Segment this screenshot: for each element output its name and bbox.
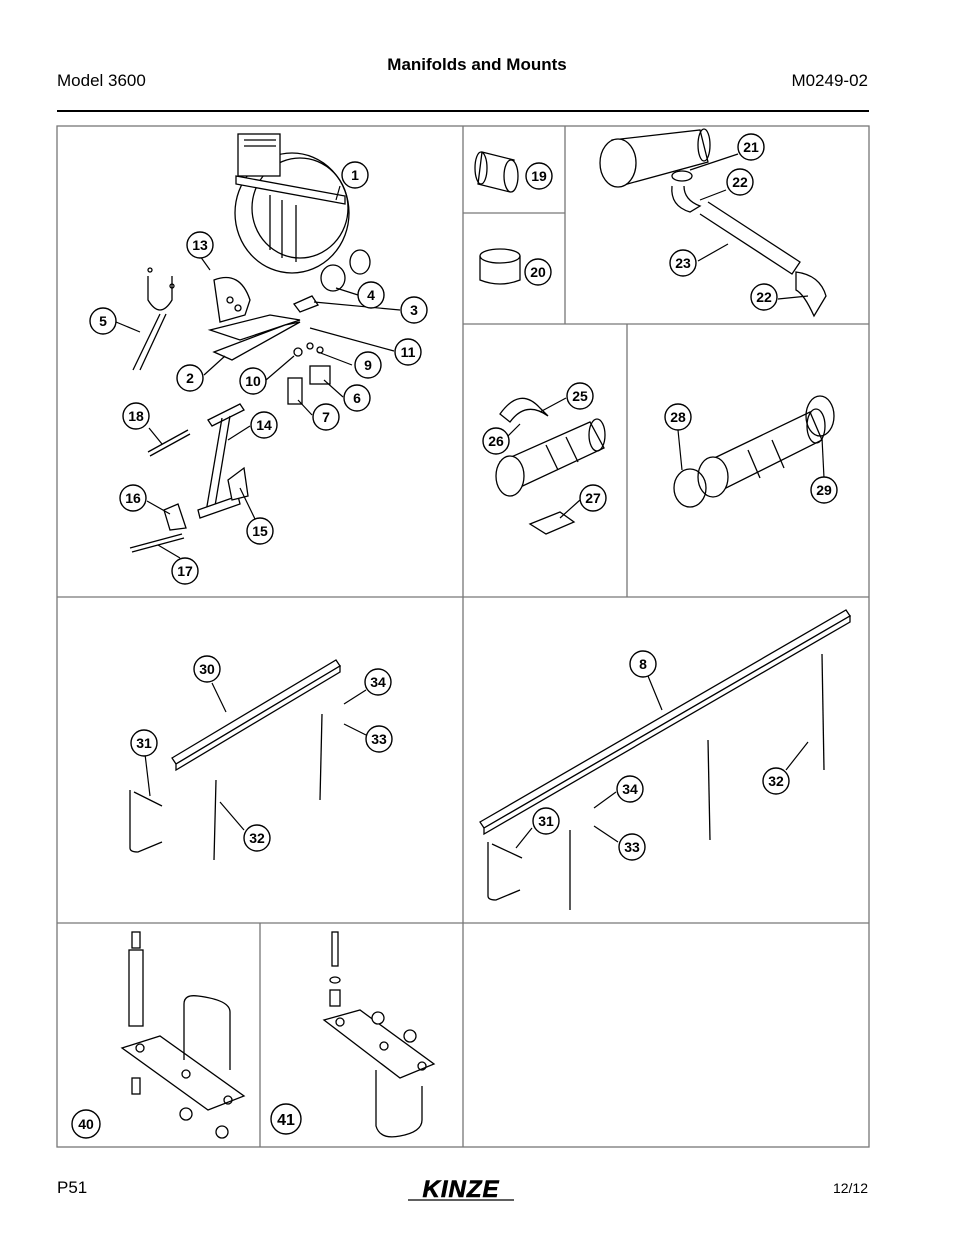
callout-33: 33 <box>365 725 393 753</box>
callout-27: 27 <box>579 484 607 512</box>
callout-34: 34 <box>364 668 392 696</box>
svg-text:41: 41 <box>277 1112 295 1129</box>
svg-text:32: 32 <box>249 830 265 846</box>
coupler-drawings <box>474 151 521 285</box>
callout-32: 32 <box>762 767 790 795</box>
callout-22: 22 <box>750 283 778 311</box>
callout-5: 5 <box>89 307 117 335</box>
callout-40: 40 <box>71 1109 101 1139</box>
svg-text:32: 32 <box>768 773 784 789</box>
callout-31: 31 <box>532 807 560 835</box>
svg-text:27: 27 <box>585 490 601 506</box>
svg-text:13: 13 <box>192 237 208 253</box>
manifold-mount-drawing <box>495 397 606 535</box>
callout-15: 15 <box>246 517 274 545</box>
svg-text:26: 26 <box>488 433 504 449</box>
svg-text:14: 14 <box>256 417 272 433</box>
callout-33: 33 <box>618 833 646 861</box>
svg-text:6: 6 <box>353 390 361 406</box>
callout-34: 34 <box>616 775 644 803</box>
svg-text:33: 33 <box>624 839 640 855</box>
callout-3: 3 <box>400 296 428 324</box>
svg-text:16: 16 <box>125 490 141 506</box>
short-bar-mount-drawing <box>129 659 367 861</box>
svg-text:31: 31 <box>136 735 152 751</box>
svg-text:22: 22 <box>756 289 772 305</box>
callout-16: 16 <box>119 484 147 512</box>
callout-14: 14 <box>250 411 278 439</box>
callout-22: 22 <box>726 168 754 196</box>
svg-text:15: 15 <box>252 523 268 539</box>
svg-text:19: 19 <box>531 168 547 184</box>
callout-10: 10 <box>239 367 267 395</box>
svg-text:2: 2 <box>186 370 194 386</box>
svg-text:17: 17 <box>177 563 193 579</box>
callout-29: 29 <box>810 476 838 504</box>
blower-assembly-drawing <box>115 133 401 559</box>
callout-6: 6 <box>343 384 371 412</box>
callout-13: 13 <box>186 231 214 259</box>
svg-text:10: 10 <box>245 373 261 389</box>
manifold-elbow-drawing <box>599 128 827 318</box>
svg-text:1: 1 <box>351 167 359 183</box>
callout-23: 23 <box>669 249 697 277</box>
svg-text:4: 4 <box>367 287 375 303</box>
model-label: Model 3600 <box>57 71 146 90</box>
svg-text:25: 25 <box>572 388 588 404</box>
callout-8: 8 <box>629 650 657 678</box>
svg-text:28: 28 <box>670 409 686 425</box>
panel-grid <box>56 125 870 1148</box>
bracket-kit-41-drawing <box>322 931 436 1138</box>
callout-25: 25 <box>566 382 594 410</box>
page-number: P51 <box>57 1178 88 1197</box>
long-bar-mount-drawing <box>479 609 851 910</box>
callout-4: 4 <box>357 281 385 309</box>
svg-text:21: 21 <box>743 139 759 155</box>
svg-text:31: 31 <box>538 813 554 829</box>
callout-31: 31 <box>130 729 158 757</box>
callout-2: 2 <box>176 364 204 392</box>
svg-text:22: 22 <box>732 174 748 190</box>
callout-11: 11 <box>394 338 422 366</box>
callout-1: 1 <box>341 161 369 189</box>
svg-text:34: 34 <box>370 674 386 690</box>
page-title: Manifolds and Mounts <box>387 55 567 74</box>
bracket-kit-40-drawing <box>120 931 246 1139</box>
svg-text:23: 23 <box>675 255 691 271</box>
svg-text:40: 40 <box>78 1116 94 1132</box>
svg-text:8: 8 <box>639 656 647 672</box>
callout-30: 30 <box>193 655 221 683</box>
revision-date: 12/12 <box>832 1180 868 1196</box>
manifold-clamp-drawing <box>673 395 835 508</box>
svg-text:20: 20 <box>530 264 546 280</box>
callout-9: 9 <box>354 351 382 379</box>
callout-17: 17 <box>171 557 199 585</box>
svg-text:18: 18 <box>128 408 144 424</box>
svg-text:3: 3 <box>410 302 418 318</box>
callout-21: 21 <box>737 133 765 161</box>
header-rule <box>57 110 869 112</box>
callout-28: 28 <box>664 403 692 431</box>
kinze-logo: KINZE <box>408 1176 514 1202</box>
callout-18: 18 <box>122 402 150 430</box>
svg-text:7: 7 <box>322 409 330 425</box>
callout-41: 41 <box>270 1103 302 1135</box>
svg-text:30: 30 <box>199 661 215 677</box>
doc-number: M0249-02 <box>791 71 868 90</box>
svg-text:KINZE: KINZE <box>423 1176 500 1202</box>
svg-text:34: 34 <box>622 781 638 797</box>
callout-19: 19 <box>525 162 553 190</box>
svg-text:33: 33 <box>371 731 387 747</box>
svg-text:11: 11 <box>401 344 416 360</box>
svg-text:9: 9 <box>364 357 372 373</box>
svg-text:29: 29 <box>816 482 832 498</box>
callout-26: 26 <box>482 427 510 455</box>
callout-20: 20 <box>524 258 552 286</box>
callout-32: 32 <box>243 824 271 852</box>
callout-7: 7 <box>312 403 340 431</box>
svg-text:5: 5 <box>99 313 107 329</box>
